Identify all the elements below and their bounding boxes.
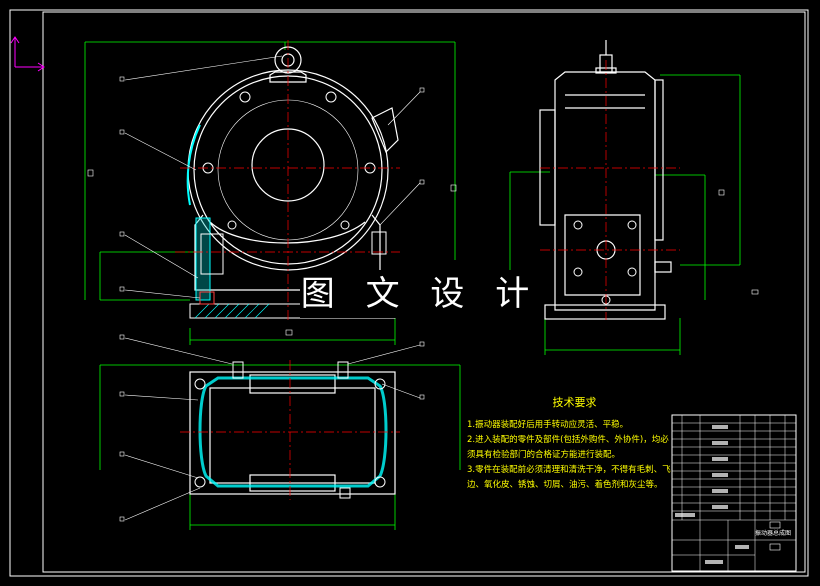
technical-requirements-title: 技术要求	[552, 396, 597, 409]
drawing-name: 振动器总成图	[755, 530, 792, 537]
front-view	[84, 40, 457, 345]
side-view	[509, 40, 759, 355]
sheet-outer-border	[9, 9, 809, 577]
title-block	[671, 414, 797, 572]
technical-requirements: 技术要求 1.振动器装配好后用手转动应灵活、平稳。 2.进入装配的零件及部件(包…	[467, 395, 672, 493]
sheet-inner-border	[42, 11, 806, 573]
watermark-text: 图 文 设 计	[300, 270, 540, 318]
requirement-item-3: 3.零件在装配前必须清理和清洗干净，不得有毛刺、飞边、氧化皮、锈蚀、切屑、油污、…	[467, 465, 671, 490]
requirement-item-1: 1.振动器装配好后用手转动应灵活、平稳。	[467, 420, 629, 430]
top-view	[99, 334, 461, 530]
ucs-icon	[10, 36, 45, 72]
requirement-item-2: 2.进入装配的零件及部件(包括外购件、外协件)，均必须具有检验部门的合格证方能进…	[467, 435, 669, 460]
